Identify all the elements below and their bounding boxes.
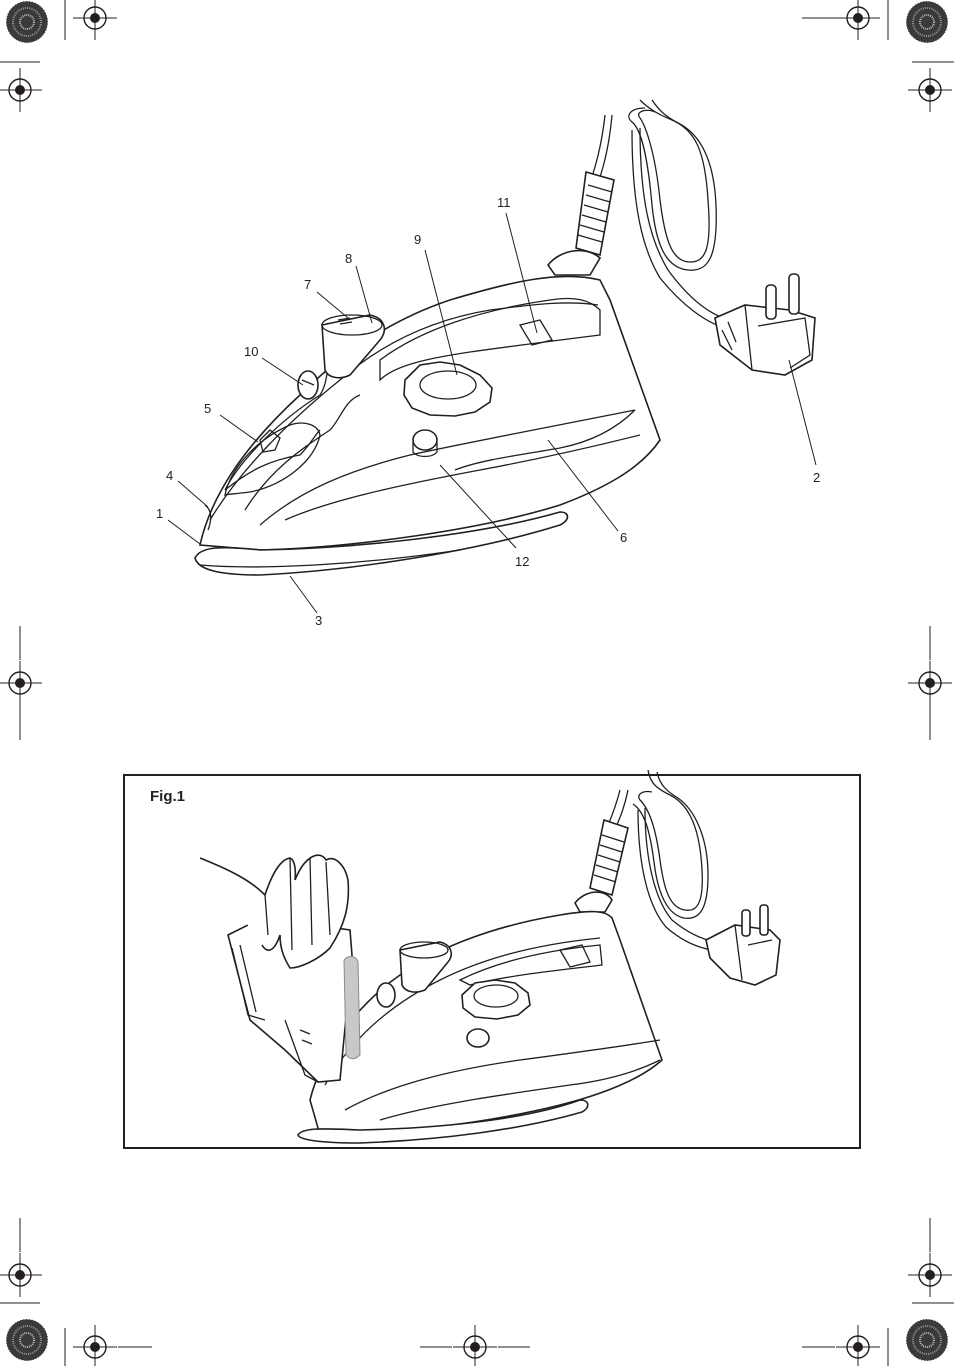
fig1-cord-strain-relief	[575, 820, 628, 912]
registration-mark-bottom-right-star	[906, 1319, 948, 1361]
fig1-plug	[706, 905, 780, 985]
fig1-indicator-light	[467, 1029, 489, 1047]
fig1-iron-body	[310, 912, 662, 1135]
fig1-spray-button	[377, 983, 395, 1007]
registration-mark-top-center-right	[802, 0, 888, 40]
fig1-temperature-dial	[462, 980, 530, 1019]
plug	[715, 274, 815, 375]
registration-mark-left-upper	[0, 62, 42, 112]
part-label-6: 6	[620, 530, 627, 545]
part-label-2: 2	[813, 470, 820, 485]
part-label-1: 1	[156, 506, 163, 521]
cord-strain-relief	[548, 172, 614, 275]
part-label-4: 4	[166, 468, 173, 483]
registration-mark-left-middle	[0, 626, 42, 740]
part-label-12: 12	[515, 554, 529, 569]
registration-mark-top-left-star	[6, 1, 48, 43]
registration-mark-bottom-center	[420, 1325, 530, 1366]
iron-parts-diagram: 1 2 3 4 5 6 7 8 9 10 11 12	[156, 100, 820, 628]
registration-mark-bottom-right	[802, 1325, 888, 1366]
part-label-5: 5	[204, 401, 211, 416]
fig1-power-cord	[606, 770, 716, 950]
part-label-8: 8	[345, 251, 352, 266]
part-label-11: 11	[497, 195, 511, 210]
part-label-9: 9	[414, 232, 421, 247]
registration-mark-top-center-left	[65, 0, 117, 40]
part-label-3: 3	[315, 613, 322, 628]
part-label-7: 7	[304, 277, 311, 292]
figure-1: Fig.1	[124, 770, 860, 1148]
registration-mark-bottom-left	[65, 1325, 152, 1366]
registration-mark-left-lower	[0, 1218, 42, 1303]
figure-label: Fig.1	[150, 788, 185, 805]
registration-mark-top-right-star	[906, 1, 948, 43]
spray-button	[298, 371, 318, 399]
registration-mark-right-upper	[908, 62, 954, 112]
part-label-10: 10	[244, 344, 258, 359]
registration-mark-right-middle	[908, 626, 952, 740]
registration-mark-bottom-left-star	[6, 1319, 48, 1361]
registration-mark-right-lower	[908, 1218, 954, 1303]
water-stream	[344, 956, 360, 1058]
